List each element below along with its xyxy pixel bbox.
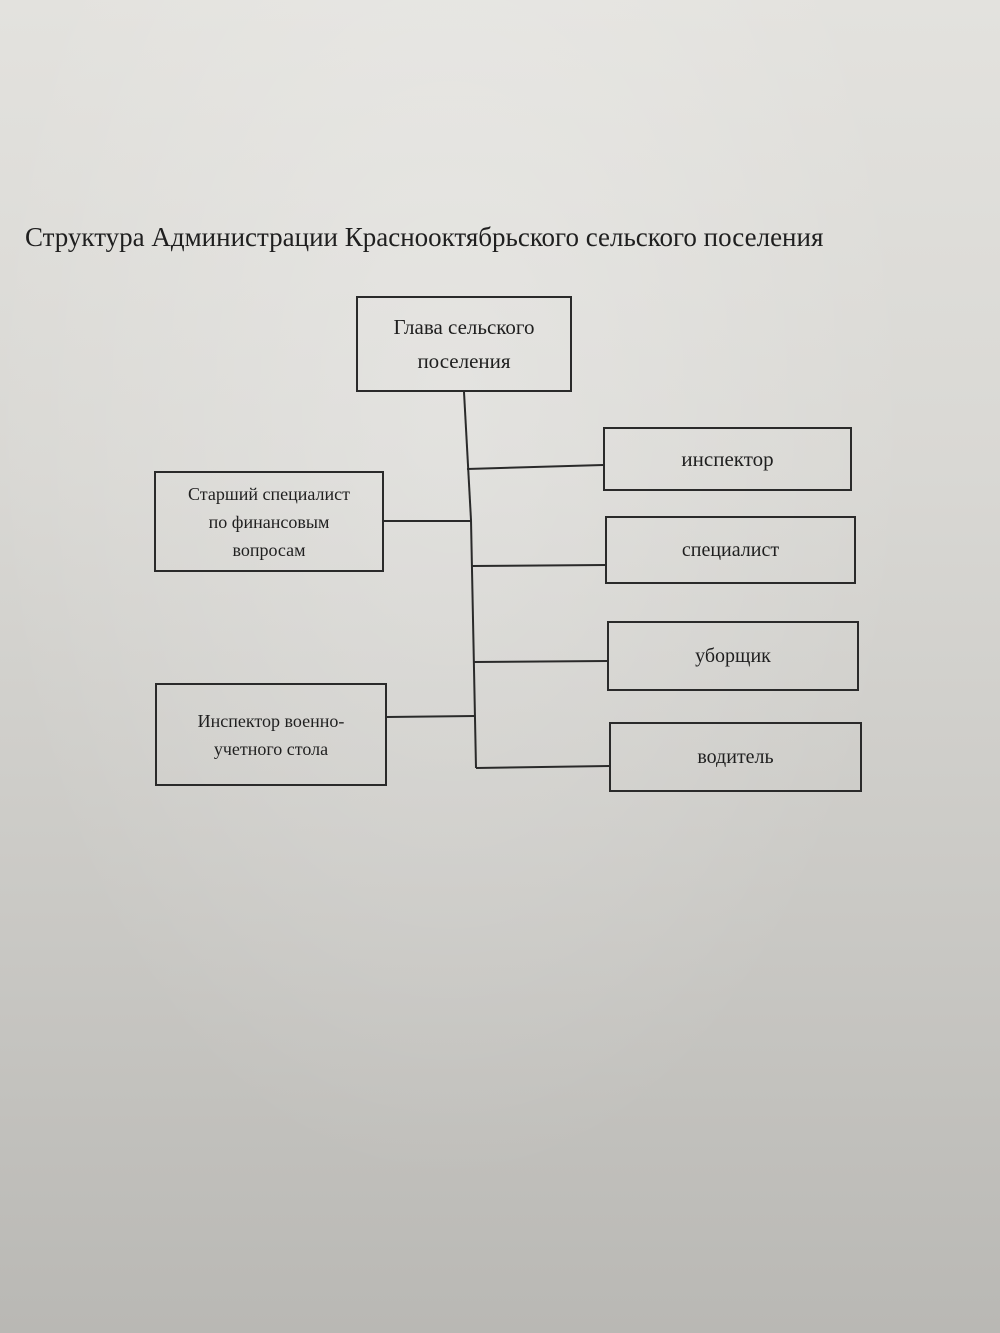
driver-label: водитель — [697, 745, 774, 768]
inspector-box: инспектор — [603, 427, 852, 491]
military-label-line1: Инспектор военно- — [197, 710, 345, 731]
specialist-label: специалист — [681, 538, 780, 561]
cleaner-label: уборщик — [695, 644, 771, 667]
connector-military — [386, 715, 476, 718]
trunk-line-upper — [463, 391, 472, 521]
connector-cleaner — [473, 660, 608, 663]
head-of-settlement-box: Глава сельского поселения — [356, 296, 572, 392]
driver-box: водитель — [609, 722, 862, 792]
cleaner-box: уборщик — [607, 621, 859, 691]
military-registration-inspector-box: Инспектор военно- учетного стола — [155, 683, 387, 786]
connector-inspector — [466, 464, 604, 470]
head-label-line2: поселения — [417, 349, 511, 373]
page-title: Структура Администрации Краснооктябрьско… — [25, 222, 824, 252]
trunk-line-lower — [470, 519, 477, 769]
inspector-label: инспектор — [681, 446, 774, 471]
finance-label-line3: вопросам — [232, 539, 306, 560]
senior-finance-specialist-box: Старший специалист по финансовым вопроса… — [154, 471, 384, 572]
finance-label-line1: Старший специалист — [188, 483, 350, 504]
finance-label-line2: по финансовым — [208, 511, 330, 532]
connector-specialist — [471, 564, 606, 567]
specialist-box: специалист — [605, 516, 856, 584]
head-label-line1: Глава сельского — [393, 315, 535, 339]
military-label-line2: учетного стола — [213, 738, 329, 759]
connector-driver — [475, 765, 610, 769]
